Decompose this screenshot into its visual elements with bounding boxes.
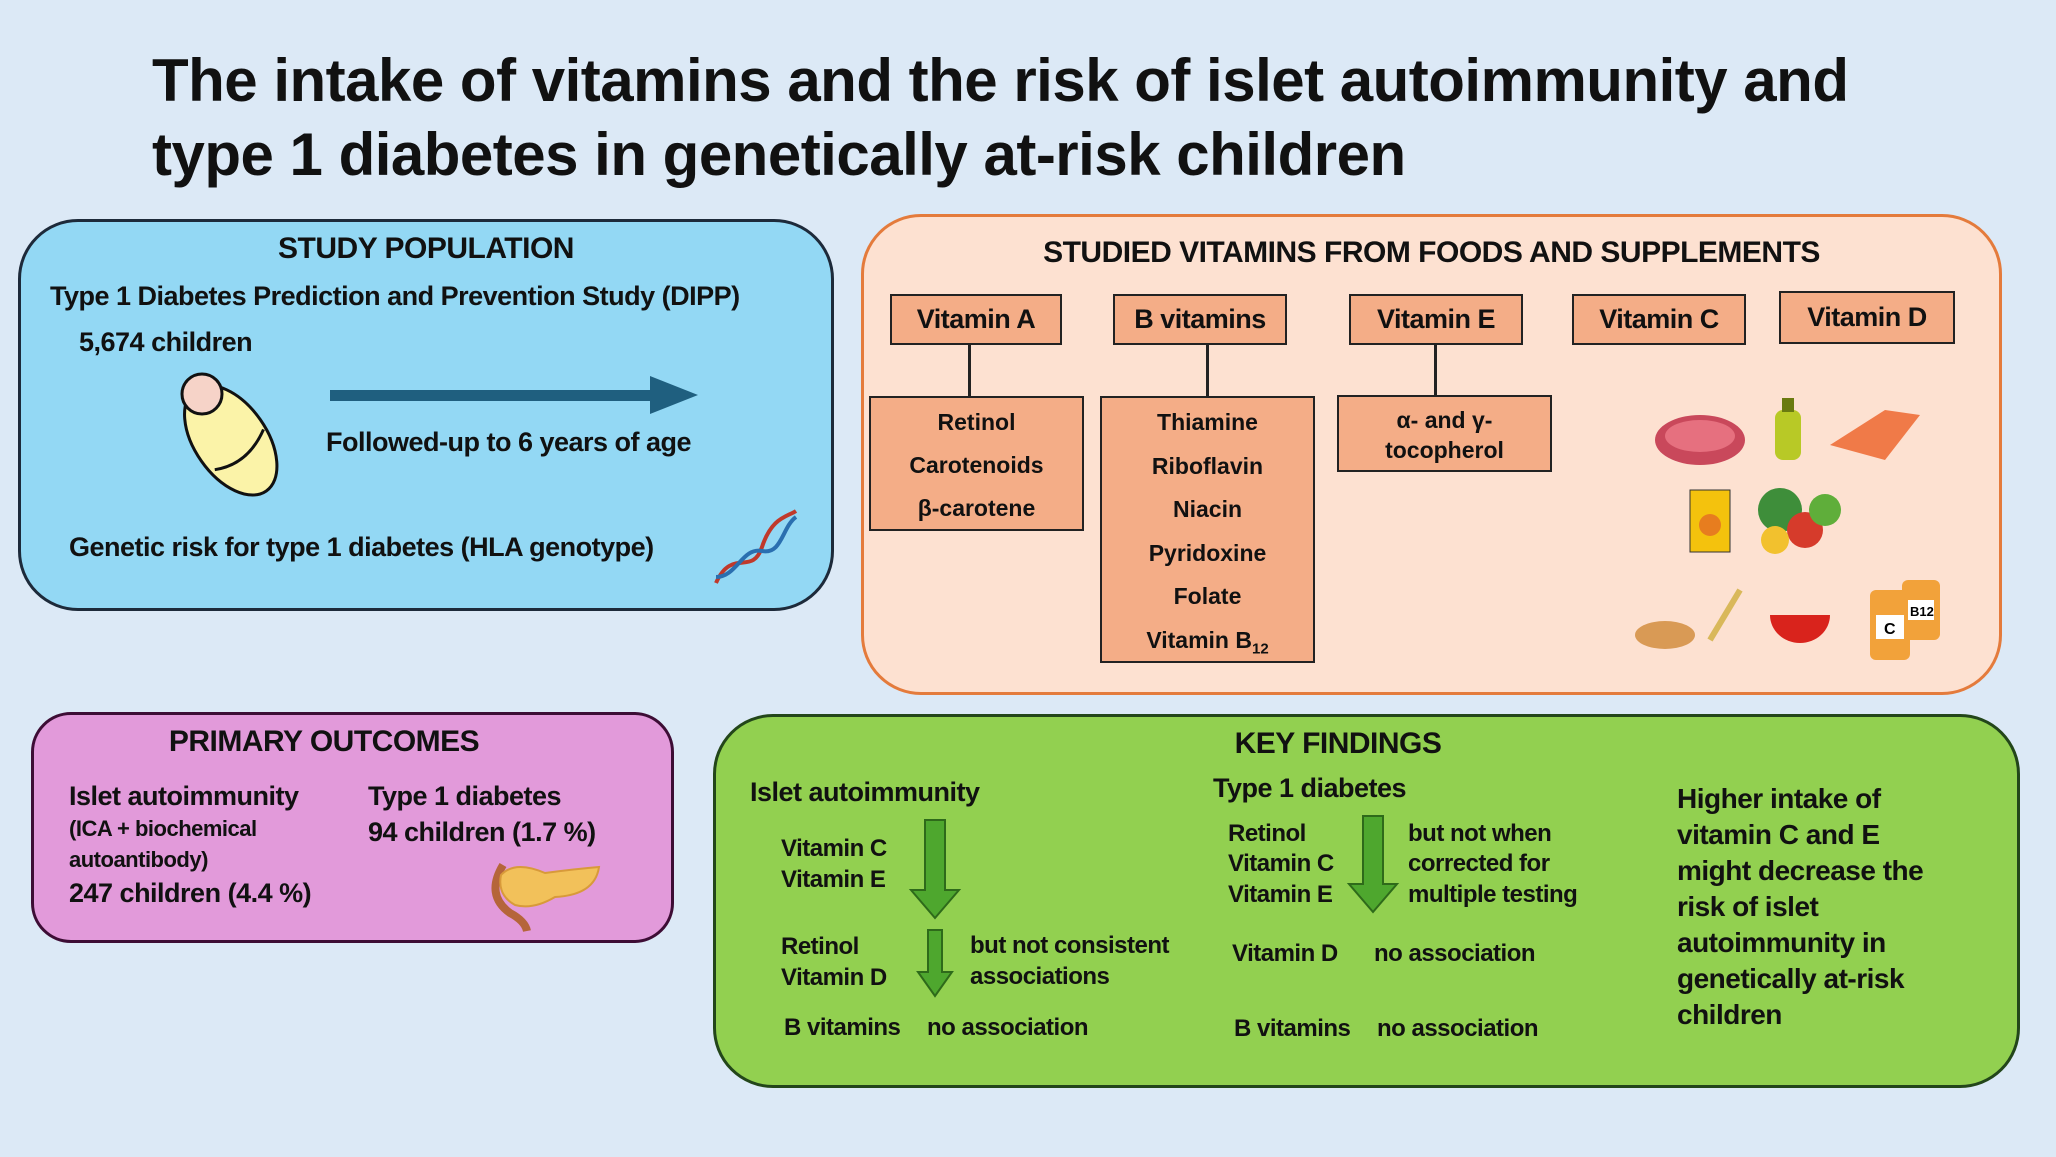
kf-t1d-vitd-no-association: no association xyxy=(1374,940,1536,967)
vitamin-e-header: Vitamin E xyxy=(1349,294,1523,345)
vitamin-e-form: tocopherol xyxy=(1385,437,1504,463)
followup-text: Followed-up to 6 years of age xyxy=(326,427,692,457)
study-population-panel xyxy=(18,219,834,611)
connector-line xyxy=(1434,345,1437,395)
conclusion-line: Higher intake of xyxy=(1677,783,1881,814)
kf-t1d-label: Type 1 diabetes xyxy=(1213,773,1407,803)
islet-count: 247 children (4.4 %) xyxy=(69,878,312,908)
vitamin-a-header: Vitamin A xyxy=(890,294,1062,345)
weak-decrease-arrow-icon xyxy=(916,929,954,998)
kf-islet-weak-note-2: associations xyxy=(970,963,1110,990)
b-vitamins-header: B vitamins xyxy=(1113,294,1287,345)
conclusion-line: autoimmunity in xyxy=(1677,927,1886,958)
kf-t1d-decrease-3: Vitamin E xyxy=(1228,881,1333,908)
cereal-bowl-icon xyxy=(1770,615,1830,643)
conclusion-line: children xyxy=(1677,999,1782,1030)
page-title: The intake of vitamins and the risk of i… xyxy=(152,44,1849,192)
vitamin-a-form: β-carotene xyxy=(917,495,1036,521)
study-population-heading: STUDY POPULATION xyxy=(278,232,574,265)
kf-islet-b-vitamins: B vitamins xyxy=(784,1014,901,1041)
arrow-right-icon xyxy=(330,376,698,414)
salmon-icon xyxy=(1830,410,1920,460)
b-vitamin-form: Folate xyxy=(1173,583,1242,609)
b-vitamin-form: Pyridoxine xyxy=(1148,540,1267,566)
decrease-arrow-icon xyxy=(908,819,962,920)
kf-islet-decrease-1: Vitamin C xyxy=(781,835,887,862)
islet-autoimmunity-label: Islet autoimmunity xyxy=(69,781,299,811)
kf-t1d-decrease-2: Vitamin C xyxy=(1228,850,1334,877)
b12-subscript: 12 xyxy=(1251,640,1269,658)
islet-definition-1: (ICA + biochemical xyxy=(69,816,257,841)
kf-t1d-vitamin-d: Vitamin D xyxy=(1232,940,1338,967)
vitamin-c-header: Vitamin C xyxy=(1572,294,1746,345)
supplement-c-label: C xyxy=(1884,621,1896,638)
dna-icon xyxy=(714,509,798,584)
bread-icon xyxy=(1635,621,1695,649)
primary-outcomes-panel xyxy=(31,712,674,943)
kf-islet-weak-2: Vitamin D xyxy=(781,964,887,991)
genetic-risk-text: Genetic risk for type 1 diabetes (HLA ge… xyxy=(69,532,654,562)
decrease-arrow-icon xyxy=(1346,815,1400,914)
kf-t1d-decrease-1: Retinol xyxy=(1228,820,1306,847)
vegetables-icon xyxy=(1758,488,1841,554)
conclusion-line: genetically at-risk xyxy=(1677,963,1905,994)
meat-icon xyxy=(1655,415,1745,465)
kf-islet-no-association: no association xyxy=(927,1014,1089,1041)
b-vitamins-forms: Thiamine Riboflavin Niacin Pyridoxine Fo… xyxy=(1100,396,1315,663)
title-line-1: The intake of vitamins and the risk of i… xyxy=(152,47,1849,114)
conclusion: Higher intake of vitamin C and E might d… xyxy=(1677,781,1924,1033)
vitamin-e-forms: α- and γ- tocopherol xyxy=(1337,395,1552,472)
kf-t1d-b-vitamins: B vitamins xyxy=(1234,1015,1351,1042)
supplement-bottles-icon: C B12 xyxy=(1870,580,1940,660)
connector-line xyxy=(968,345,971,396)
vitamin-b12-label: Vitamin B xyxy=(1146,627,1252,653)
kf-islet-decrease-2: Vitamin E xyxy=(781,866,886,893)
kf-t1d-note-1: but not when xyxy=(1408,820,1552,847)
title-line-2: type 1 diabetes in genetically at-risk c… xyxy=(152,121,1406,188)
primary-outcomes-heading: PRIMARY OUTCOMES xyxy=(168,725,480,758)
b-vitamin-form: Niacin xyxy=(1172,496,1243,522)
vitamin-a-form: Carotenoids xyxy=(909,452,1044,478)
t1d-label: Type 1 diabetes xyxy=(368,781,562,811)
pancreas-icon xyxy=(491,862,601,933)
kf-islet-label: Islet autoimmunity xyxy=(750,777,980,807)
key-findings-heading: KEY FINDINGS xyxy=(1234,727,1442,760)
kf-islet-weak-1: Retinol xyxy=(781,933,859,960)
b-vitamin-form: Riboflavin xyxy=(1151,453,1264,479)
studied-vitamins-heading: STUDIED VITAMINS FROM FOODS AND SUPPLEME… xyxy=(1043,236,1820,269)
food-illustrations: C B12 xyxy=(1635,398,1940,660)
vitamin-e-form: α- and γ- xyxy=(1396,407,1493,433)
kf-t1d-note-2: corrected for xyxy=(1408,850,1550,877)
kf-islet-weak-note-1: but not consistent xyxy=(970,932,1169,959)
juice-icon xyxy=(1689,489,1731,553)
vitamin-a-form: Retinol xyxy=(937,409,1016,435)
t1d-count: 94 children (1.7 %) xyxy=(368,817,596,847)
vitamin-a-forms: Retinol Carotenoids β-carotene xyxy=(869,396,1084,531)
connector-line xyxy=(1206,345,1209,396)
conclusion-line: vitamin C and E xyxy=(1677,819,1880,850)
baby-icon xyxy=(180,372,279,497)
children-count: 5,674 children xyxy=(79,327,253,357)
supplement-b12-label: B12 xyxy=(1910,604,1934,619)
kf-t1d-note-3: multiple testing xyxy=(1408,881,1578,908)
wheat-icon xyxy=(1707,588,1743,642)
olive-oil-icon xyxy=(1775,398,1801,460)
vitamin-d-header: Vitamin D xyxy=(1779,291,1955,344)
b-vitamin-form: Thiamine xyxy=(1157,409,1258,435)
b-vitamin-form: Vitamin B12 xyxy=(1102,625,1313,665)
kf-t1d-no-association: no association xyxy=(1377,1015,1539,1042)
conclusion-line: might decrease the xyxy=(1677,855,1924,886)
conclusion-line: risk of islet xyxy=(1677,891,1819,922)
study-name: Type 1 Diabetes Prediction and Preventio… xyxy=(50,281,740,311)
islet-definition-2: autoantibody) xyxy=(69,847,208,872)
